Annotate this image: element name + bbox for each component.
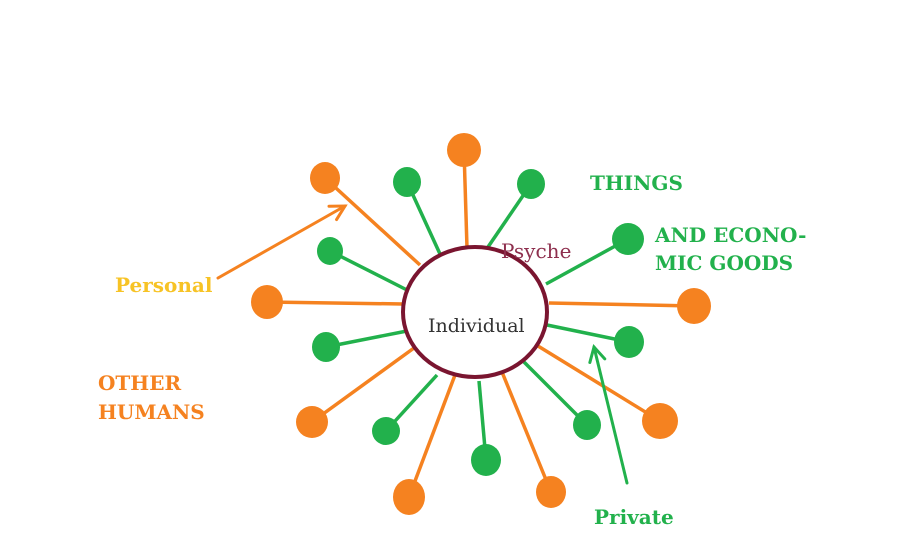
arrowhead-icon bbox=[327, 204, 348, 222]
thing-node bbox=[372, 417, 400, 445]
things-label: THINGS bbox=[590, 171, 683, 195]
thing-node bbox=[573, 410, 601, 440]
thing-spoke-line bbox=[522, 360, 589, 427]
thing-node bbox=[393, 167, 421, 197]
other-humans-label-line1: OTHER bbox=[98, 371, 181, 395]
human-node bbox=[642, 403, 678, 439]
psyche-label: Psyche bbox=[501, 239, 571, 263]
human-node bbox=[677, 288, 711, 324]
human-node bbox=[310, 162, 340, 194]
personal-arrow bbox=[216, 204, 348, 280]
economic-goods-label-line1: AND ECONO- bbox=[654, 223, 806, 247]
human-spoke-line bbox=[310, 346, 416, 424]
human-spoke-line bbox=[537, 344, 661, 423]
human-node bbox=[251, 285, 283, 319]
human-node bbox=[296, 406, 328, 438]
human-spoke-line bbox=[323, 176, 422, 267]
private-label: Private bbox=[594, 505, 674, 529]
human-spoke-line bbox=[407, 374, 457, 498]
thing-spoke-line bbox=[329, 249, 408, 292]
thing-node bbox=[612, 223, 644, 255]
human-spoke-line bbox=[548, 301, 695, 308]
human-spoke-line bbox=[500, 371, 553, 493]
economic-goods-label-line2: MIC GOODS bbox=[655, 251, 793, 275]
arrows bbox=[216, 204, 629, 485]
human-node bbox=[393, 479, 425, 515]
thing-node bbox=[614, 326, 644, 358]
other-humans-label-line2: HUMANS bbox=[98, 400, 205, 424]
individual-label: Individual bbox=[428, 315, 525, 337]
human-spoke-line bbox=[266, 300, 404, 306]
human-node bbox=[536, 476, 566, 508]
spokes bbox=[251, 133, 711, 515]
personal-label: Personal bbox=[115, 273, 213, 297]
thing-node bbox=[471, 444, 501, 476]
thing-node bbox=[312, 332, 340, 362]
human-node bbox=[447, 133, 481, 167]
individual-circle bbox=[401, 245, 549, 379]
arrowhead-icon bbox=[588, 343, 607, 364]
thing-node bbox=[517, 169, 545, 199]
thing-node bbox=[317, 237, 343, 265]
private-arrow bbox=[588, 343, 629, 485]
